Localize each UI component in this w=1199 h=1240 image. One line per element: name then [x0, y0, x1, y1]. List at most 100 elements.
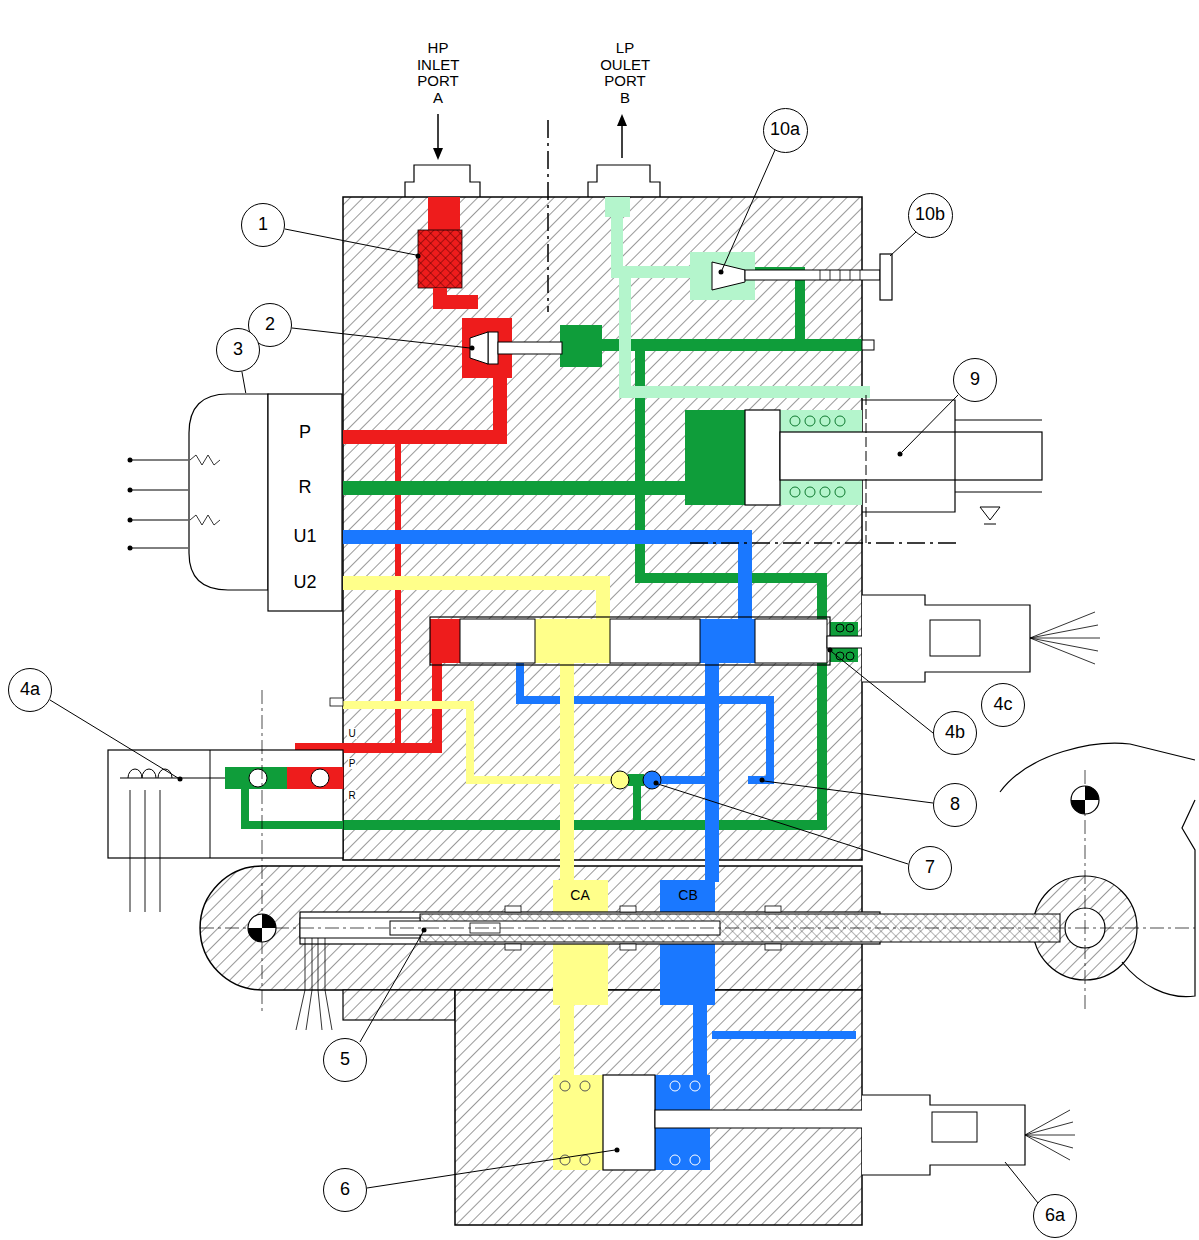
relief-valve — [820, 270, 860, 280]
pin-label: U1 — [293, 527, 316, 547]
leader-line — [902, 395, 958, 452]
check-valves — [249, 769, 267, 787]
leader-line — [1005, 1162, 1038, 1203]
spool-valve — [846, 652, 854, 660]
pin-label: R — [299, 478, 312, 498]
green-return-channel — [225, 767, 287, 789]
port-code: U — [347, 728, 356, 739]
spool-valve — [460, 619, 535, 663]
blue-control-channel — [343, 537, 745, 620]
center-line — [547, 120, 549, 312]
center-line — [262, 690, 263, 1012]
leader-line — [416, 254, 421, 259]
piston-assembly — [835, 487, 845, 497]
position-valve — [690, 1155, 700, 1165]
pivot-symbol — [1071, 786, 1099, 814]
red-pressure-channel — [418, 230, 462, 288]
pivot-symbol — [248, 507, 1099, 942]
check-valves — [311, 769, 329, 787]
callout-number: 7 — [925, 858, 935, 878]
callout-circle: 3 — [216, 328, 260, 372]
red-pressure-channel — [440, 288, 478, 302]
blue-control-channel — [705, 663, 719, 882]
callout-number: 4c — [993, 695, 1012, 715]
leader-line — [719, 270, 724, 275]
pin-label: U2 — [293, 573, 316, 593]
green-return-channel — [862, 340, 874, 350]
leader-line — [832, 652, 933, 733]
piston-assembly — [790, 487, 800, 497]
port-arrow — [621, 124, 623, 158]
pivot-symbol — [1085, 786, 1099, 800]
red-pressure-channel — [430, 619, 460, 663]
pivot-symbol — [980, 507, 1000, 520]
position-valve — [560, 1155, 570, 1165]
leader-line — [360, 932, 423, 1042]
position-valve — [670, 1081, 680, 1091]
leader-line — [722, 150, 775, 270]
yellow-control-channel — [343, 705, 612, 780]
callout-circle: 6 — [323, 1168, 367, 1212]
valve-housing — [1000, 743, 1195, 792]
callout-circle: 8 — [933, 783, 977, 827]
green-return-channel — [560, 325, 602, 367]
center-line — [690, 542, 958, 544]
leader-line — [658, 784, 908, 864]
leader-line — [242, 372, 246, 393]
solenoid-housing — [862, 595, 1100, 682]
low-pressure-channel — [617, 205, 695, 272]
leader-line — [242, 372, 246, 393]
piston-assembly — [745, 400, 1042, 512]
callout-number: 6a — [1045, 1206, 1065, 1226]
yellow-control-channel — [553, 944, 608, 1005]
leader-line — [898, 452, 903, 457]
callout-circle: 7 — [908, 846, 952, 890]
blue-control-channel — [520, 663, 770, 780]
callout-circle: 10b — [908, 193, 953, 238]
leader-line — [760, 778, 765, 783]
center-line — [866, 395, 867, 543]
position-valve — [862, 1095, 1025, 1175]
solenoid-valve-housing — [249, 769, 267, 787]
text-slot: U2 — [293, 573, 316, 593]
callout-number: 5 — [340, 1050, 350, 1070]
connector-pins — [130, 460, 188, 548]
piston-assembly — [955, 420, 1042, 492]
valve-housing — [405, 165, 480, 197]
label-slot: CA — [570, 888, 589, 903]
callout-number: 1 — [258, 215, 268, 235]
actuator-rod — [505, 906, 521, 912]
port-label: HP INLET PORT A — [417, 40, 459, 106]
callout-number: 4a — [20, 680, 40, 700]
connector-pins — [128, 546, 133, 551]
piston-assembly — [862, 400, 955, 512]
check-valves — [611, 771, 629, 789]
actuator-rod — [765, 944, 781, 950]
leader-line — [828, 648, 833, 653]
green-return-channel — [225, 272, 874, 825]
green-return-channel — [755, 272, 800, 345]
port-code: CB — [678, 888, 697, 903]
actuator-rod — [505, 944, 521, 950]
solenoid-valve-housing — [330, 698, 343, 706]
pivot-symbol — [1071, 800, 1085, 814]
position-valve — [603, 1075, 655, 1170]
solenoid-housing — [862, 595, 1030, 682]
red-pressure-channel — [428, 197, 460, 232]
label-slot: U — [347, 728, 356, 739]
piston-assembly — [745, 410, 780, 505]
leader-line — [764, 781, 933, 803]
label-slot: HP INLET PORT A — [417, 40, 459, 106]
callout-circle: 4a — [8, 668, 52, 712]
pivot-symbol — [248, 928, 262, 942]
text-slot: P — [299, 423, 311, 443]
leader-line — [50, 700, 178, 778]
leader-line — [292, 328, 470, 348]
center-line — [200, 120, 1195, 1012]
label-slot: LP OULET PORT B — [600, 40, 650, 106]
leader-line — [615, 1148, 620, 1153]
leader-line — [654, 781, 659, 786]
solenoid-valve-housing — [128, 769, 156, 778]
